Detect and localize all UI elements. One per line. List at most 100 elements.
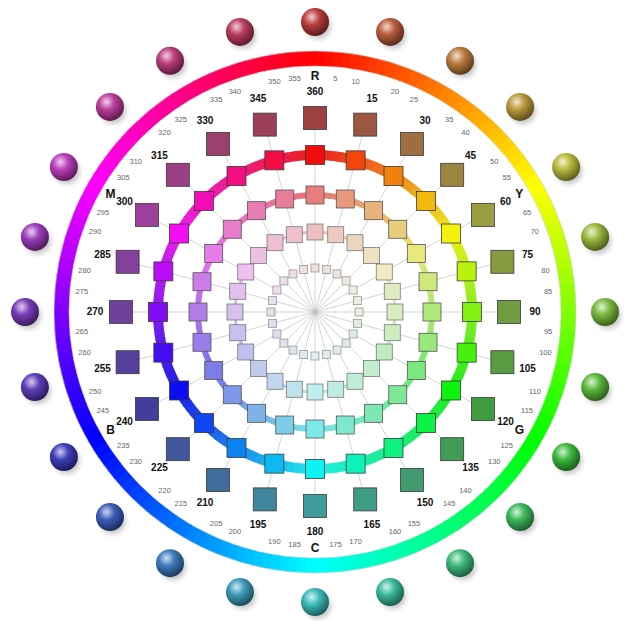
color-swatch (346, 454, 365, 473)
color-swatch (441, 224, 460, 243)
color-swatch (250, 247, 266, 263)
color-swatch (300, 265, 308, 273)
spoke-line (315, 312, 461, 458)
color-swatch (230, 283, 246, 299)
minor-angle-label: 70 (531, 228, 539, 236)
minor-angle-label: 20 (391, 88, 399, 96)
minor-angle-label: 320 (158, 129, 171, 137)
minor-angle-label: 145 (443, 500, 456, 508)
color-swatch (306, 146, 325, 165)
angle-label: 135 (462, 463, 479, 473)
color-swatch (407, 362, 425, 380)
color-swatch (346, 151, 365, 170)
color-swatch (273, 330, 281, 338)
hue-ring-segment (561, 303, 576, 313)
angle-label: 30 (419, 116, 430, 126)
color-swatch (170, 381, 189, 400)
minor-angle-label: 55 (503, 174, 511, 182)
angle-label: 90 (529, 307, 540, 317)
hue-ring-segment (54, 311, 69, 321)
color-swatch (166, 163, 189, 186)
color-sphere (301, 588, 329, 616)
color-swatch (417, 414, 436, 433)
spoke-line (137, 312, 315, 415)
color-swatch (110, 301, 133, 324)
color-swatch (441, 438, 464, 461)
color-swatch (193, 273, 211, 291)
angle-label: 180 (307, 527, 324, 537)
color-swatch (207, 469, 230, 492)
spoke-line (212, 134, 315, 312)
color-swatch (227, 304, 243, 320)
tint-bands (153, 150, 477, 474)
minor-angle-label: 310 (129, 158, 142, 166)
spoke-line (315, 113, 368, 312)
color-swatch (389, 220, 407, 238)
color-swatch (342, 339, 350, 347)
color-swatch (328, 381, 344, 397)
minor-angle-label: 110 (529, 388, 541, 396)
angle-label: 195 (250, 520, 267, 530)
minor-angle-label: 355 (288, 75, 301, 83)
color-swatch (347, 235, 363, 251)
color-swatch (116, 250, 139, 273)
spoke-line (169, 312, 315, 458)
color-swatch (306, 420, 324, 438)
color-swatch (135, 398, 158, 421)
minor-angle-label: 220 (158, 488, 171, 496)
swatch-rings (110, 107, 521, 518)
color-swatch (342, 277, 350, 285)
color-swatch (289, 346, 297, 354)
color-swatch (223, 220, 241, 238)
minor-angle-label: 335 (210, 96, 223, 104)
color-swatch (205, 362, 223, 380)
color-sphere (376, 578, 404, 606)
color-swatch (472, 398, 495, 421)
color-sphere (226, 18, 254, 46)
color-swatch (419, 273, 437, 291)
color-swatch (227, 167, 246, 186)
color-swatch (205, 245, 223, 263)
angle-label: 345 (250, 94, 267, 104)
color-swatch (472, 204, 495, 227)
minor-angle-label: 65 (523, 209, 531, 217)
color-swatch (336, 416, 354, 434)
color-swatch (347, 373, 363, 389)
color-sphere (446, 549, 474, 577)
color-swatch (306, 186, 324, 204)
color-swatch (401, 132, 424, 155)
color-sphere (552, 443, 580, 471)
spoke-line (315, 312, 493, 415)
minor-angle-label: 205 (210, 520, 223, 528)
angle-label: 60 (500, 197, 511, 207)
color-swatch (230, 325, 246, 341)
angle-label: 105 (519, 364, 536, 374)
color-swatch (166, 438, 189, 461)
color-swatch (265, 151, 284, 170)
color-swatch (311, 264, 319, 272)
minor-angle-label: 130 (488, 459, 501, 467)
color-swatch (267, 373, 283, 389)
minor-angle-label: 230 (129, 459, 142, 467)
angle-label: 75 (522, 250, 533, 260)
color-sphere (96, 93, 124, 121)
color-sphere (446, 47, 474, 75)
hue-ring-edge (54, 51, 576, 573)
color-sphere (591, 298, 619, 326)
color-swatch (238, 344, 254, 360)
angle-label: 330 (197, 116, 214, 126)
sphere-ring (11, 8, 621, 619)
minor-angle-label: 185 (288, 541, 301, 549)
minor-angle-label: 325 (175, 117, 188, 125)
color-swatch (349, 330, 357, 338)
color-swatch (463, 303, 482, 322)
spokes (109, 106, 521, 518)
hue-letter: B (106, 424, 115, 436)
minor-angle-label: 25 (410, 96, 418, 104)
color-swatch (401, 469, 424, 492)
spoke-line (116, 312, 315, 365)
hue-ring-edge (69, 66, 561, 558)
minor-angle-label: 250 (89, 388, 102, 396)
minor-angle-label: 245 (97, 407, 110, 415)
color-swatch (267, 308, 275, 316)
